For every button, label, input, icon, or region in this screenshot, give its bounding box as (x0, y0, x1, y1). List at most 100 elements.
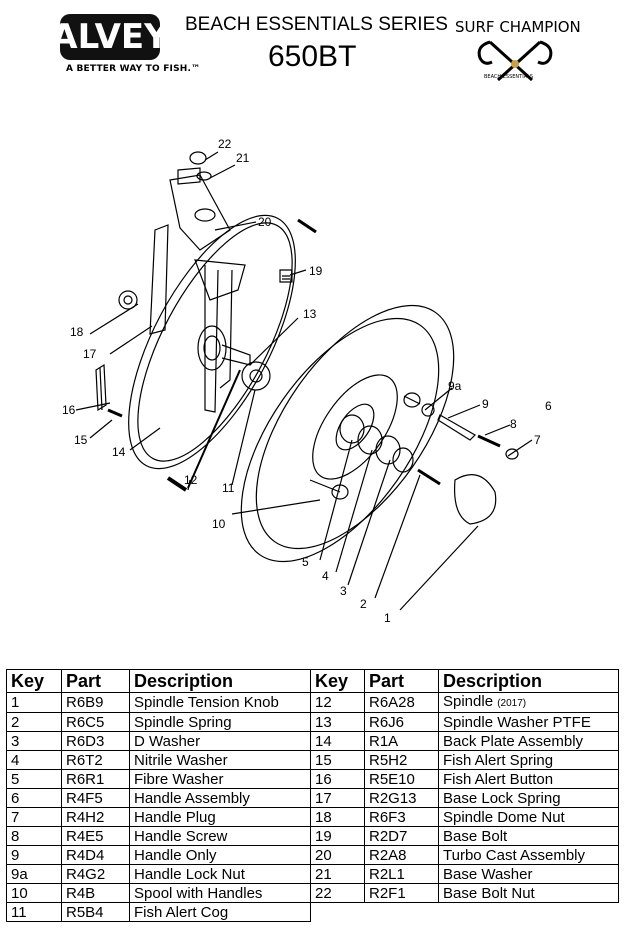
crossed-hooks-icon (477, 40, 553, 82)
cell-part: R1A (364, 731, 439, 751)
callout-20: 20 (258, 215, 272, 229)
empty-cell (365, 903, 439, 922)
callout-9a: 9a (448, 379, 462, 393)
callout-19: 19 (309, 264, 323, 278)
cell-key: 11 (6, 902, 62, 922)
cell-description: Base Lock Spring (438, 788, 619, 808)
callout-4: 4 (322, 569, 329, 583)
cell-description: Handle Plug (129, 807, 311, 827)
callout-3: 3 (340, 584, 347, 598)
callout-14: 14 (112, 445, 126, 459)
cell-key: 21 (310, 864, 365, 884)
callout-10: 10 (212, 517, 226, 531)
cell-key: 16 (310, 769, 365, 789)
header-description-2: Description (438, 669, 619, 693)
description-text: Spindle (443, 693, 494, 710)
cell-part: R6F3 (364, 807, 439, 827)
cell-description: Fibre Washer (129, 769, 311, 789)
cell-part: R5B4 (61, 902, 130, 922)
callout-17: 17 (83, 347, 97, 361)
cell-part: R6C5 (61, 712, 130, 732)
cell-part: R2L1 (364, 864, 439, 884)
callout-8: 8 (510, 417, 517, 431)
cell-description: Back Plate Assembly (438, 731, 619, 751)
header-key: Key (6, 669, 62, 693)
description-note: (2017) (497, 698, 527, 709)
brand-name: ALVEY (51, 17, 169, 57)
cell-key: 20 (310, 845, 365, 865)
cell-key: 1 (6, 692, 62, 713)
table-row: 10 R4B Spool with Handles 22 R2F1 Base B… (6, 883, 619, 903)
cell-part: R4B (61, 883, 130, 903)
cell-part: R4F5 (61, 788, 130, 808)
cell-part: R2D7 (364, 826, 439, 846)
cell-description: Base Washer (438, 864, 619, 884)
cell-key: 12 (310, 692, 365, 713)
table-row: 8 R4E5 Handle Screw 19 R2D7 Base Bolt (6, 826, 619, 846)
cell-key: 9a (6, 864, 62, 884)
cell-part: R4G2 (61, 864, 130, 884)
cell-part: R4E5 (61, 826, 130, 846)
cell-part: R6A28 (364, 692, 439, 713)
cell-key: 10 (6, 883, 62, 903)
cell-key: 7 (6, 807, 62, 827)
cell-part: R5E10 (364, 769, 439, 789)
cell-part: R6T2 (61, 750, 130, 770)
table-row: 5 R6R1 Fibre Washer 16 R5E10 Fish Alert … (6, 769, 619, 789)
callout-16: 16 (62, 403, 76, 417)
cell-key: 2 (6, 712, 62, 732)
callout-1: 1 (384, 611, 391, 625)
cell-description: Fish Alert Spring (438, 750, 619, 770)
callout-2: 2 (360, 597, 367, 611)
cell-description: Fish Alert Cog (129, 902, 311, 922)
cell-part: R6B9 (61, 692, 130, 713)
cell-description: Spindle Washer PTFE (438, 712, 619, 732)
cell-description: Base Bolt Nut (438, 883, 619, 903)
table-row: 2 R6C5 Spindle Spring 13 R6J6 Spindle Wa… (6, 712, 619, 732)
surf-champion-subtitle: BEACH ESSENTIALS (484, 74, 534, 80)
cell-key: 18 (310, 807, 365, 827)
cell-description: Handle Screw (129, 826, 311, 846)
cell-key: 5 (6, 769, 62, 789)
cell-part: R2G13 (364, 788, 439, 808)
cell-description: Handle Lock Nut (129, 864, 311, 884)
cell-description: Spindle Spring (129, 712, 311, 732)
cell-description: D Washer (129, 731, 311, 751)
table-row: 1 R6B9 Spindle Tension Knob 12 R6A28 Spi… (6, 692, 619, 713)
table-row: 9 R4D4 Handle Only 20 R2A8 Turbo Cast As… (6, 845, 619, 865)
callout-6: 6 (545, 399, 552, 413)
cell-key: 8 (6, 826, 62, 846)
cell-part: R6R1 (61, 769, 130, 789)
table-row: 7 R4H2 Handle Plug 18 R6F3 Spindle Dome … (6, 807, 619, 827)
cell-key: 15 (310, 750, 365, 770)
empty-cell (311, 903, 365, 922)
cell-key: 14 (310, 731, 365, 751)
callout-11: 11 (222, 481, 235, 495)
callout-13: 13 (303, 307, 317, 321)
cell-part: R6D3 (61, 731, 130, 751)
series-title: BEACH ESSENTIALS SERIES (185, 14, 448, 35)
callout-7: 7 (534, 433, 541, 447)
cell-description: Handle Assembly (129, 788, 311, 808)
cell-key: 19 (310, 826, 365, 846)
empty-cell (439, 903, 619, 922)
header-key-2: Key (310, 669, 365, 693)
cell-description: Spindle Tension Knob (129, 692, 311, 713)
cell-part: R4H2 (61, 807, 130, 827)
cell-description: Spindle (2017) (438, 692, 619, 713)
cell-key: 22 (310, 883, 365, 903)
table-row: 4 R6T2 Nitrile Washer 15 R5H2 Fish Alert… (6, 750, 619, 770)
cell-part: R4D4 (61, 845, 130, 865)
table-row: 6 R4F5 Handle Assembly 17 R2G13 Base Loc… (6, 788, 619, 808)
cell-description: Base Bolt (438, 826, 619, 846)
callout-9: 9 (482, 397, 489, 411)
table-row: 9a R4G2 Handle Lock Nut 21 R2L1 Base Was… (6, 864, 619, 884)
callout-18: 18 (70, 325, 84, 339)
cell-part: R6J6 (364, 712, 439, 732)
cell-key: 3 (6, 731, 62, 751)
cell-key: 17 (310, 788, 365, 808)
cell-part: R2F1 (364, 883, 439, 903)
surf-champion-title: SURF CHAMPION (455, 18, 581, 36)
cell-description: Nitrile Washer (129, 750, 311, 770)
alvey-logo: ALVEY (51, 14, 169, 60)
